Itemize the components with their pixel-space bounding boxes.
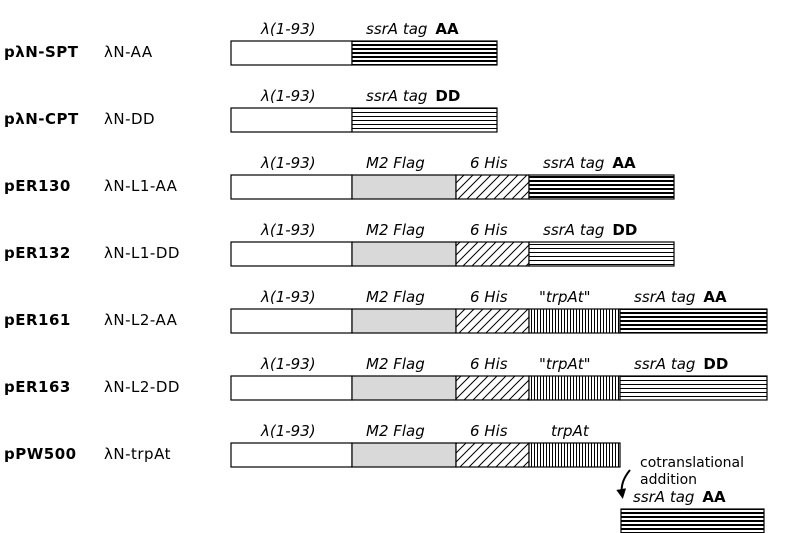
segment-lambda-row5 (230, 375, 353, 401)
segment-label-his6-row6: 6 His (470, 422, 508, 440)
segment-label-lambda-row2: λ(1-93) (260, 154, 316, 172)
segment-m2flag-row2 (351, 174, 457, 200)
segment-m2flag-row3 (351, 241, 457, 267)
segment-ssrA_AA-row2 (528, 174, 675, 200)
segment-label-lambda-row5: λ(1-93) (260, 355, 316, 373)
segment-his6-row3 (455, 241, 530, 267)
segment-label-trpAt_quoted-row5: "trpAt" (539, 355, 591, 373)
segment-ssrA_DD-row1 (351, 107, 498, 133)
construct-row: pER132 λN-L1-DD λ(1-93) M2 Flag 6 His ssrA ta… (4, 221, 675, 267)
addition-arrow (616, 469, 631, 499)
segment-his6-row6 (455, 442, 530, 468)
plasmid-name: pER132 (4, 244, 71, 262)
segment-lambda-row3 (230, 241, 353, 267)
segment-label-m2flag-row4: M2 Flag (366, 288, 425, 306)
segment-suffix-row4: AA (703, 288, 727, 306)
segment-his6-row5 (455, 375, 530, 401)
construct-name: λN-trpAt (104, 445, 171, 463)
segment-his6-row2 (455, 174, 530, 200)
construct-name: λN-L1-DD (104, 244, 180, 262)
segment-m2flag-row4 (351, 308, 457, 334)
segment-suffix-row3: DD (612, 221, 637, 239)
construct-name: λN-L1-AA (104, 177, 178, 195)
construct-row: pPW500 λN-trpAt λ(1-93) M2 Flag 6 His trpAt (4, 422, 621, 468)
segment-suffix-row5: DD (703, 355, 728, 373)
plasmid-name: pER130 (4, 177, 71, 195)
segment-trpAt-row6 (528, 442, 621, 468)
segment-label-m2flag-row2: M2 Flag (366, 154, 425, 172)
segment-label-lambda-row3: λ(1-93) (260, 221, 316, 239)
segment-label-his6-row2: 6 His (470, 154, 508, 172)
plasmid-name: pλN-CPT (4, 110, 79, 128)
segment-label-m2flag-row5: M2 Flag (366, 355, 425, 373)
segment-lambda-row0 (230, 40, 353, 66)
segment-label-lambda-row0: λ(1-93) (260, 20, 316, 38)
segment-lambda-row4 (230, 308, 353, 334)
segment-lambda-row1 (230, 107, 353, 133)
segment-lambda-row6 (230, 442, 353, 468)
construct-row: pER161 λN-L2-AA λ(1-93) M2 Flag 6 His "trpAt"… (4, 288, 768, 334)
segment-suffix-row2: AA (612, 154, 636, 172)
segment-label-lambda-row1: λ(1-93) (260, 87, 316, 105)
segment-label-m2flag-row6: M2 Flag (366, 422, 425, 440)
addition-note: addition (640, 472, 697, 488)
segment-lambda-row2 (230, 174, 353, 200)
cotranslational-note: cotranslational (640, 455, 744, 471)
construct-name: λN-DD (104, 110, 155, 128)
segment-trpAt_quoted-row5 (528, 375, 621, 401)
segment-label-m2flag-row3: M2 Flag (366, 221, 425, 239)
segment-trpAt_quoted-row4 (528, 308, 621, 334)
segment-suffix-added: AA (702, 488, 726, 506)
segment-label-lambda-row6: λ(1-93) (260, 422, 316, 440)
segment-label-trpAt_quoted-row4: "trpAt" (539, 288, 591, 306)
plasmid-name: pPW500 (4, 445, 77, 463)
segment-label-his6-row5: 6 His (470, 355, 508, 373)
segment-his6-row4 (455, 308, 530, 334)
segment-suffix-row0: AA (435, 20, 459, 38)
segment-ssrA_DD-row5 (619, 375, 768, 401)
segment-label-his6-row3: 6 His (470, 221, 508, 239)
segment-m2flag-row5 (351, 375, 457, 401)
construct-row: pER163 λN-L2-DD λ(1-93) M2 Flag 6 His "trpAt"… (4, 355, 768, 401)
construct-row: pER130 λN-L1-AA λ(1-93) M2 Flag 6 His ssrA ta… (4, 154, 675, 200)
construct-name: λN-L2-DD (104, 378, 180, 396)
segment-ssrA_AA-row0 (351, 40, 498, 66)
segment-ssrA_AA-row4 (619, 308, 768, 334)
construct-name: λN-L2-AA (104, 311, 178, 329)
segment-label-his6-row4: 6 His (470, 288, 508, 306)
segment-m2flag-row6 (351, 442, 457, 468)
plasmid-name: pλN-SPT (4, 43, 79, 61)
plasmid-name: pER161 (4, 311, 71, 329)
plasmid-name: pER163 (4, 378, 71, 396)
segment-ssrA_AA-added (620, 508, 765, 533)
segment-label-trpAt-row6: trpAt (551, 422, 590, 440)
construct-name: λN-AA (104, 43, 153, 61)
segment-label-lambda-row4: λ(1-93) (260, 288, 316, 306)
segment-ssrA_DD-row3 (528, 241, 675, 267)
segment-suffix-row1: DD (435, 87, 460, 105)
